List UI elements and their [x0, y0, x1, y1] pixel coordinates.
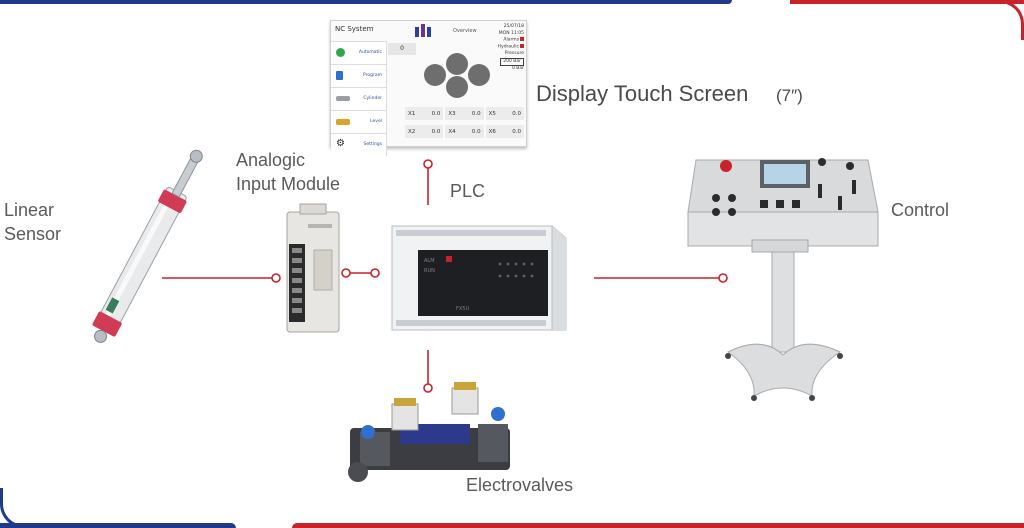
hmi-logo-icon: [415, 24, 431, 37]
electrovalve-image: [348, 382, 510, 482]
control-pendant-image: [687, 158, 879, 401]
svg-text:ALM: ALM: [424, 258, 435, 264]
hmi-date: 25/07/18: [503, 24, 524, 29]
cylinder-icon: [336, 96, 350, 101]
hydraulic-indicator-icon: [520, 44, 524, 48]
hmi-overview-label: Overview: [453, 28, 477, 34]
linear-sensor-image: [92, 149, 203, 343]
hmi-menu-label: Automatic: [358, 50, 382, 55]
hmi-menu-automatic[interactable]: Automatic: [331, 41, 387, 64]
connector-lines: [162, 159, 728, 393]
hmi-menu-label: Settings: [363, 142, 382, 147]
connector-node-display: [423, 159, 433, 169]
hmi-menu-cylinder[interactable]: Cylinder: [331, 87, 387, 110]
hmi-menu-settings[interactable]: ⚙ Settings: [331, 133, 387, 156]
label-plc: PLC: [450, 181, 486, 201]
plc-image: ALM RUN FX5U: [391, 225, 567, 331]
hmi-alarms-label: Alarms: [503, 37, 519, 43]
svg-text:FX5U: FX5U: [456, 306, 469, 312]
hmi-time: MON 11:05: [498, 30, 524, 36]
hmi-menu-level[interactable]: Level: [331, 110, 387, 133]
connector-node-module: [271, 273, 281, 283]
label-electrovalves: Electrovalves: [466, 475, 574, 495]
hmi-title: NC System: [335, 25, 374, 33]
hmi-hydraulic-row: Hydraulic: [496, 44, 524, 51]
gear-icon: ⚙: [336, 138, 345, 149]
hmi-menu-label: Cylinder: [363, 96, 382, 101]
connector-node-control: [718, 273, 728, 283]
hmi-touch-screen: NC System Overview 25/07/18 MON 11:05 Al…: [330, 20, 527, 156]
connector-node-module-out: [341, 268, 351, 278]
hmi-menu: Automatic Program Cylinder Level ⚙ Setti…: [331, 41, 387, 156]
hmi-pressure-value: 200 Bar: [500, 57, 524, 66]
frame-corner-left: [0, 488, 40, 528]
hmi-hydraulic-label: Hydraulic: [497, 44, 519, 50]
status-dot-icon: [336, 48, 345, 57]
label-display-size: (7″): [776, 86, 803, 105]
analog-input-module-image: [286, 203, 340, 333]
hmi-pressure-min: 0 Bar: [512, 66, 524, 71]
hmi-menu-label: Level: [370, 119, 382, 124]
frame-bottom-red-band: [292, 523, 1024, 528]
hmi-cylinder-diagram: [424, 53, 490, 98]
hmi-status-panel: 25/07/18 MON 11:05 Alarms Hydraulic Pres…: [496, 24, 524, 73]
hmi-alarms-row: Alarms: [496, 37, 524, 44]
frame-bottom-blue-band: [0, 523, 236, 528]
document-icon: [336, 71, 343, 80]
hmi-counter: 0: [388, 43, 416, 55]
label-analog-input-module: Analogic Input Module: [236, 150, 341, 194]
frame-top-red-band: [790, 0, 1024, 4]
hmi-pressure-label: Pressure: [504, 51, 524, 56]
label-display-touch-screen: Display Touch Screen: [536, 81, 749, 106]
frame-top-blue-band: [0, 0, 732, 4]
alarm-indicator-icon: [520, 37, 524, 41]
level-icon: [336, 119, 350, 125]
label-linear-sensor: Linear Sensor: [4, 200, 62, 244]
label-control: Control: [891, 200, 950, 220]
connector-node-valves: [423, 383, 433, 393]
connector-node-plc-in: [370, 268, 380, 278]
hmi-menu-program[interactable]: Program: [331, 64, 387, 87]
hmi-menu-label: Program: [363, 73, 382, 78]
svg-text:RUN: RUN: [424, 268, 435, 274]
frame-corner-right: [984, 0, 1024, 40]
